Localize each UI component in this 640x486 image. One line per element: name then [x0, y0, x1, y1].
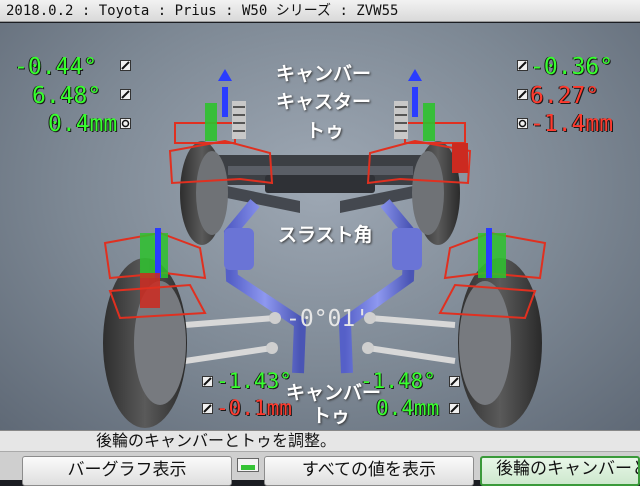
chassis-3d-scene [103, 69, 547, 428]
front-left-wheel [168, 69, 274, 245]
rear-right-wheel [438, 228, 547, 428]
front-subframe [205, 155, 435, 213]
front-left-camber-value: -0.44° [14, 54, 98, 80]
rear-left-wheel [103, 228, 207, 428]
edit-pencil-icon[interactable] [449, 403, 460, 414]
target-icon[interactable] [517, 118, 528, 129]
rear-left-camber-value: -1.43° [216, 369, 292, 393]
caster-label: キャスター [276, 91, 372, 113]
adjust-rear-button-label: 後輪のキャンバーとトゥを調整 [496, 459, 638, 479]
front-right-wheel [366, 69, 472, 245]
edit-pencil-icon[interactable] [120, 60, 131, 71]
rear-right-toe-value: 0.4mm [376, 396, 440, 420]
alignment-3d-viewport: キャンバー キャスター トゥ スラスト角 キャンバー トゥ -0°01' -0.… [0, 23, 640, 430]
edit-pencil-icon[interactable] [449, 376, 460, 387]
thrust-angle-value: -0°01' [286, 306, 370, 332]
show-all-values-button[interactable]: すべての値を表示 [264, 456, 474, 486]
front-left-toe-value: 0.4mm [48, 111, 118, 137]
rear-camber-label: キャンバー [286, 382, 382, 404]
edit-pencil-icon[interactable] [202, 376, 213, 387]
rear-left-toe-value: -0.1mm [216, 396, 292, 420]
target-icon[interactable] [120, 118, 131, 129]
front-left-caster-value: 6.48° [32, 83, 102, 109]
thrust-angle-label: スラスト角 [278, 224, 373, 246]
function-button-bar: バーグラフ表示 すべての値を表示 後輪のキャンバーとトゥを調整 [0, 452, 640, 486]
bar-graph-button-label: バーグラフ表示 [67, 460, 187, 480]
exhaust-system [223, 199, 422, 374]
show-all-values-button-label: すべての値を表示 [301, 460, 437, 480]
front-right-camber-value: -0.36° [530, 54, 614, 80]
front-right-caster-value: 6.27° [530, 83, 600, 109]
instruction-text: 後輪のキャンバーとトゥを調整。 [96, 431, 337, 450]
rear-right-camber-value: -1.48° [360, 369, 436, 393]
edit-pencil-icon[interactable] [202, 403, 213, 414]
bar-graph-button[interactable]: バーグラフ表示 [22, 456, 232, 486]
title-bar: 2018.0.2 : Toyota : Prius : W50 シリーズ : Z… [0, 0, 640, 22]
rear-toe-label: トゥ [312, 405, 351, 427]
toe-label: トゥ [306, 120, 345, 142]
camber-label: キャンバー [276, 63, 372, 85]
adjust-rear-camber-toe-button[interactable]: 後輪のキャンバーとトゥを調整 [480, 456, 640, 486]
instruction-status-bar: 後輪のキャンバーとトゥを調整。 [0, 430, 640, 452]
edit-pencil-icon[interactable] [120, 89, 131, 100]
function-key-indicator-icon [237, 458, 259, 472]
vehicle-info-title: 2018.0.2 : Toyota : Prius : W50 シリーズ : Z… [6, 3, 399, 19]
rear-links [184, 312, 456, 364]
front-right-toe-value: -1.4mm [530, 111, 614, 137]
edit-pencil-icon[interactable] [517, 89, 528, 100]
edit-pencil-icon[interactable] [517, 60, 528, 71]
